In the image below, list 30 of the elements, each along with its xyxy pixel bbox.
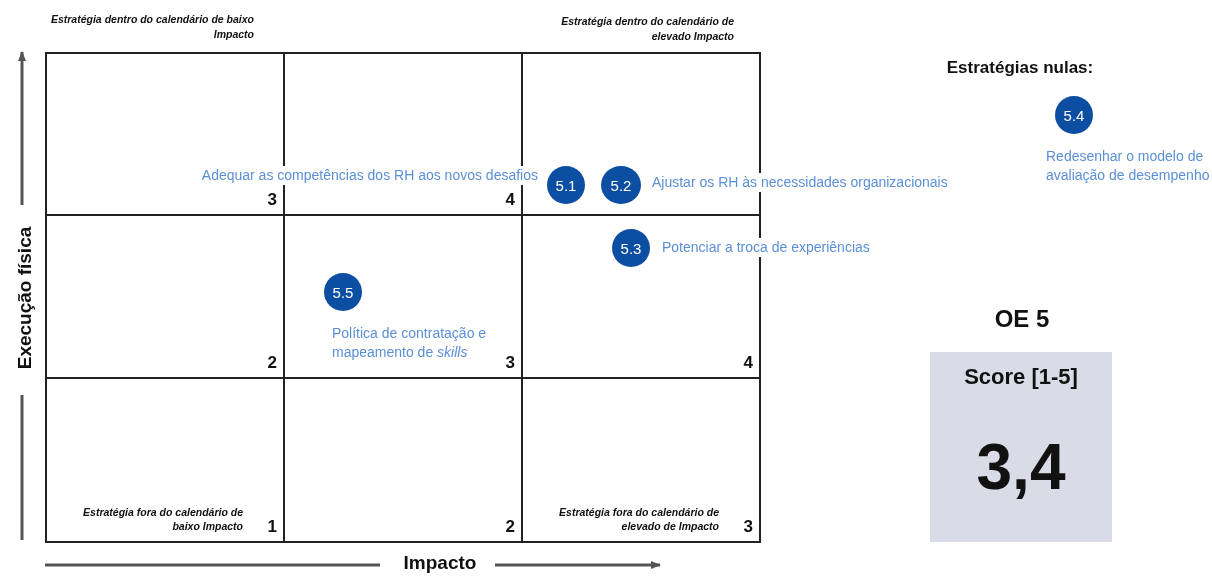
quadrant-note: Estratégia fora do calendário de elevado de Impacto	[558, 504, 719, 533]
strategy-badge: 5.3	[612, 229, 650, 267]
quadrant-note: Estratégia dentro do calendário de elevado Impacto	[560, 14, 734, 44]
matrix-cell	[45, 377, 285, 543]
score-value: 3,4	[975, 430, 1067, 504]
cell-score: 1	[267, 518, 277, 535]
strategy-label: Ajustar os RH às necessidades organizacionais	[650, 173, 950, 192]
matrix-cell	[521, 377, 761, 543]
strategy-badge: 5.1	[547, 166, 585, 204]
objective-heading: OE 5	[993, 305, 1051, 333]
strategy-badge: 5.5	[324, 273, 362, 311]
strategy-badge: 5.4	[1055, 96, 1093, 134]
strategy-badge: 5.2	[601, 166, 641, 204]
cell-score: 2	[267, 354, 277, 371]
strategy-label: Redesenhar o modelo de avaliação de desempenho	[1044, 147, 1212, 185]
cell-score: 3	[743, 518, 753, 535]
axis-title: Execução física	[14, 225, 36, 372]
axis-title: Impacto	[402, 552, 478, 574]
cell-score: 3	[267, 191, 277, 208]
score-panel	[930, 352, 1112, 542]
cell-score: 2	[505, 518, 515, 535]
strategy-label: Adequar as competências dos RH aos novos desafios	[199, 166, 540, 185]
quadrant-note: Estratégia dentro do calendário de baixo Impacto	[49, 12, 254, 42]
quadrant-note: Estratégia fora do calendário de baixo Impacto	[82, 504, 243, 533]
cell-score: 4	[743, 354, 753, 371]
section-heading: Estratégias nulas:	[945, 58, 1095, 78]
strategy-label: Potenciar a troca de experiências	[660, 238, 872, 257]
score-label: Score [1-5]	[963, 364, 1079, 390]
cell-score: 3	[505, 354, 515, 371]
cell-score: 4	[505, 191, 515, 208]
